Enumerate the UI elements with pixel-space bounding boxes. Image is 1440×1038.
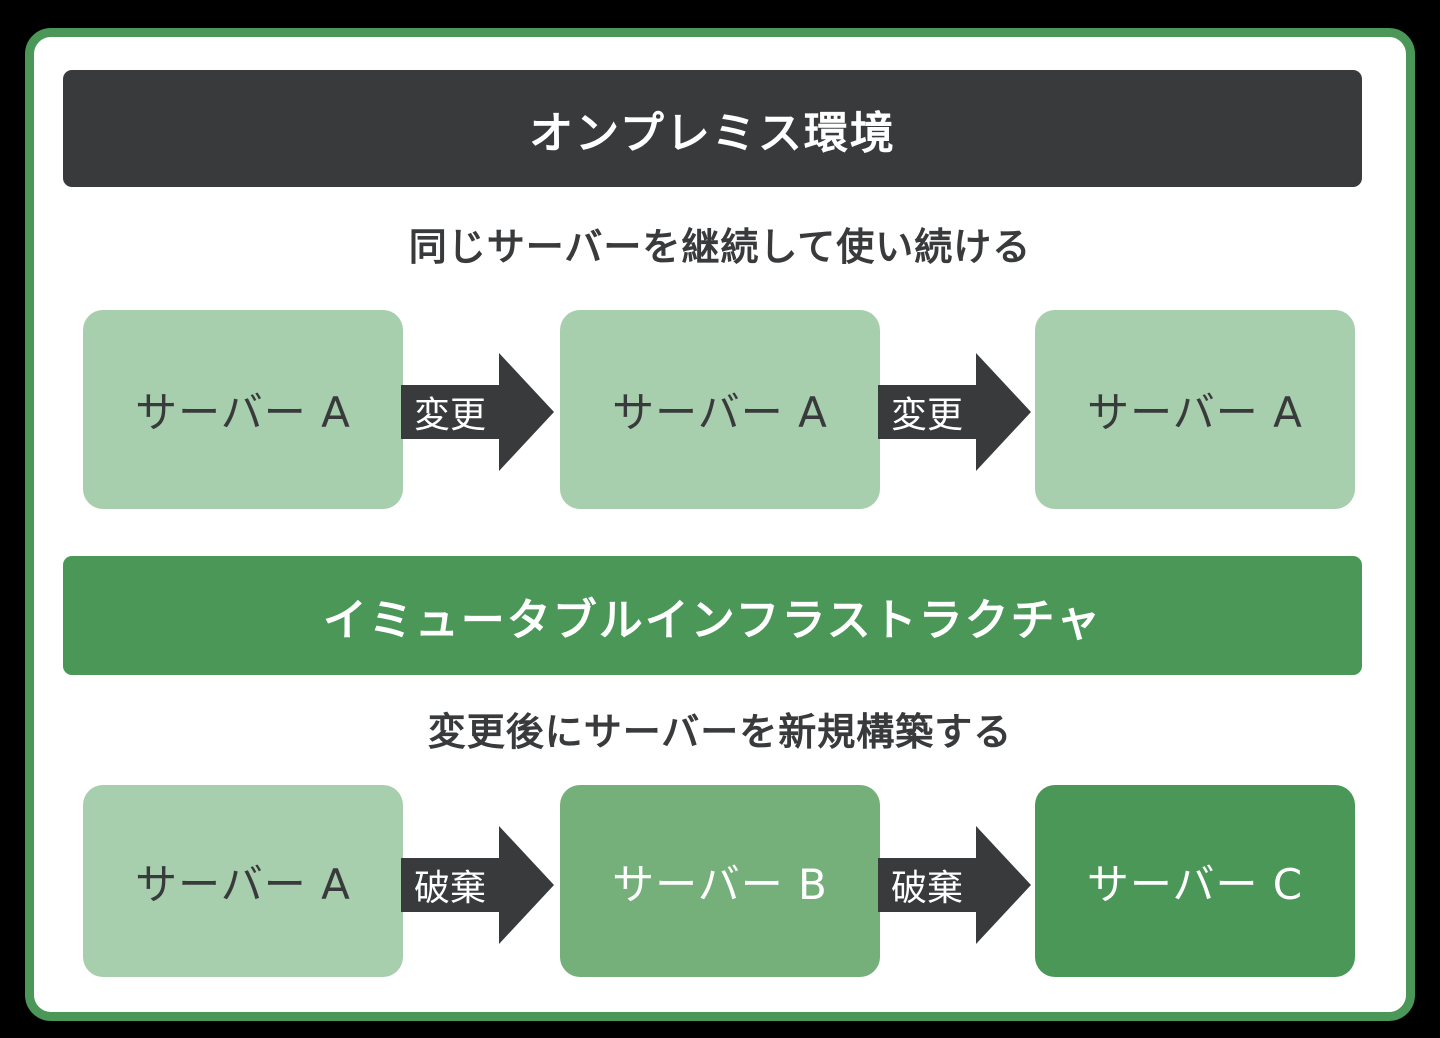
server-node-onprem-1: サーバー A xyxy=(83,310,403,509)
server-node-immutable-a: サーバー A xyxy=(83,785,403,977)
transition-arrow-icon: 破棄 xyxy=(878,810,1031,960)
onpremise-subtitle: 同じサーバーを継続して使い続ける xyxy=(408,225,1032,269)
arrow-head-icon xyxy=(976,826,1031,944)
transition-arrow-icon: 変更 xyxy=(878,337,1031,487)
arrow-label: 変更 xyxy=(878,385,976,439)
server-node-onprem-2: サーバー A xyxy=(560,310,880,509)
transition-arrow-icon: 変更 xyxy=(401,337,554,487)
arrow-head-icon xyxy=(499,826,554,944)
server-node-immutable-b: サーバー B xyxy=(560,785,880,977)
arrow-label: 破棄 xyxy=(878,858,976,912)
immutable-subtitle: 変更後にサーバーを新規構築する xyxy=(427,710,1013,754)
transition-arrow-icon: 破棄 xyxy=(401,810,554,960)
arrow-label: 変更 xyxy=(401,385,499,439)
immutable-header-bar: イミュータブルインフラストラクチャ xyxy=(63,556,1362,675)
server-node-immutable-c: サーバー C xyxy=(1035,785,1355,977)
onpremise-header-bar: オンプレミス環境 xyxy=(63,70,1362,187)
server-node-onprem-3: サーバー A xyxy=(1035,310,1355,509)
arrow-head-icon xyxy=(976,353,1031,471)
arrow-label: 破棄 xyxy=(401,858,499,912)
arrow-head-icon xyxy=(499,353,554,471)
